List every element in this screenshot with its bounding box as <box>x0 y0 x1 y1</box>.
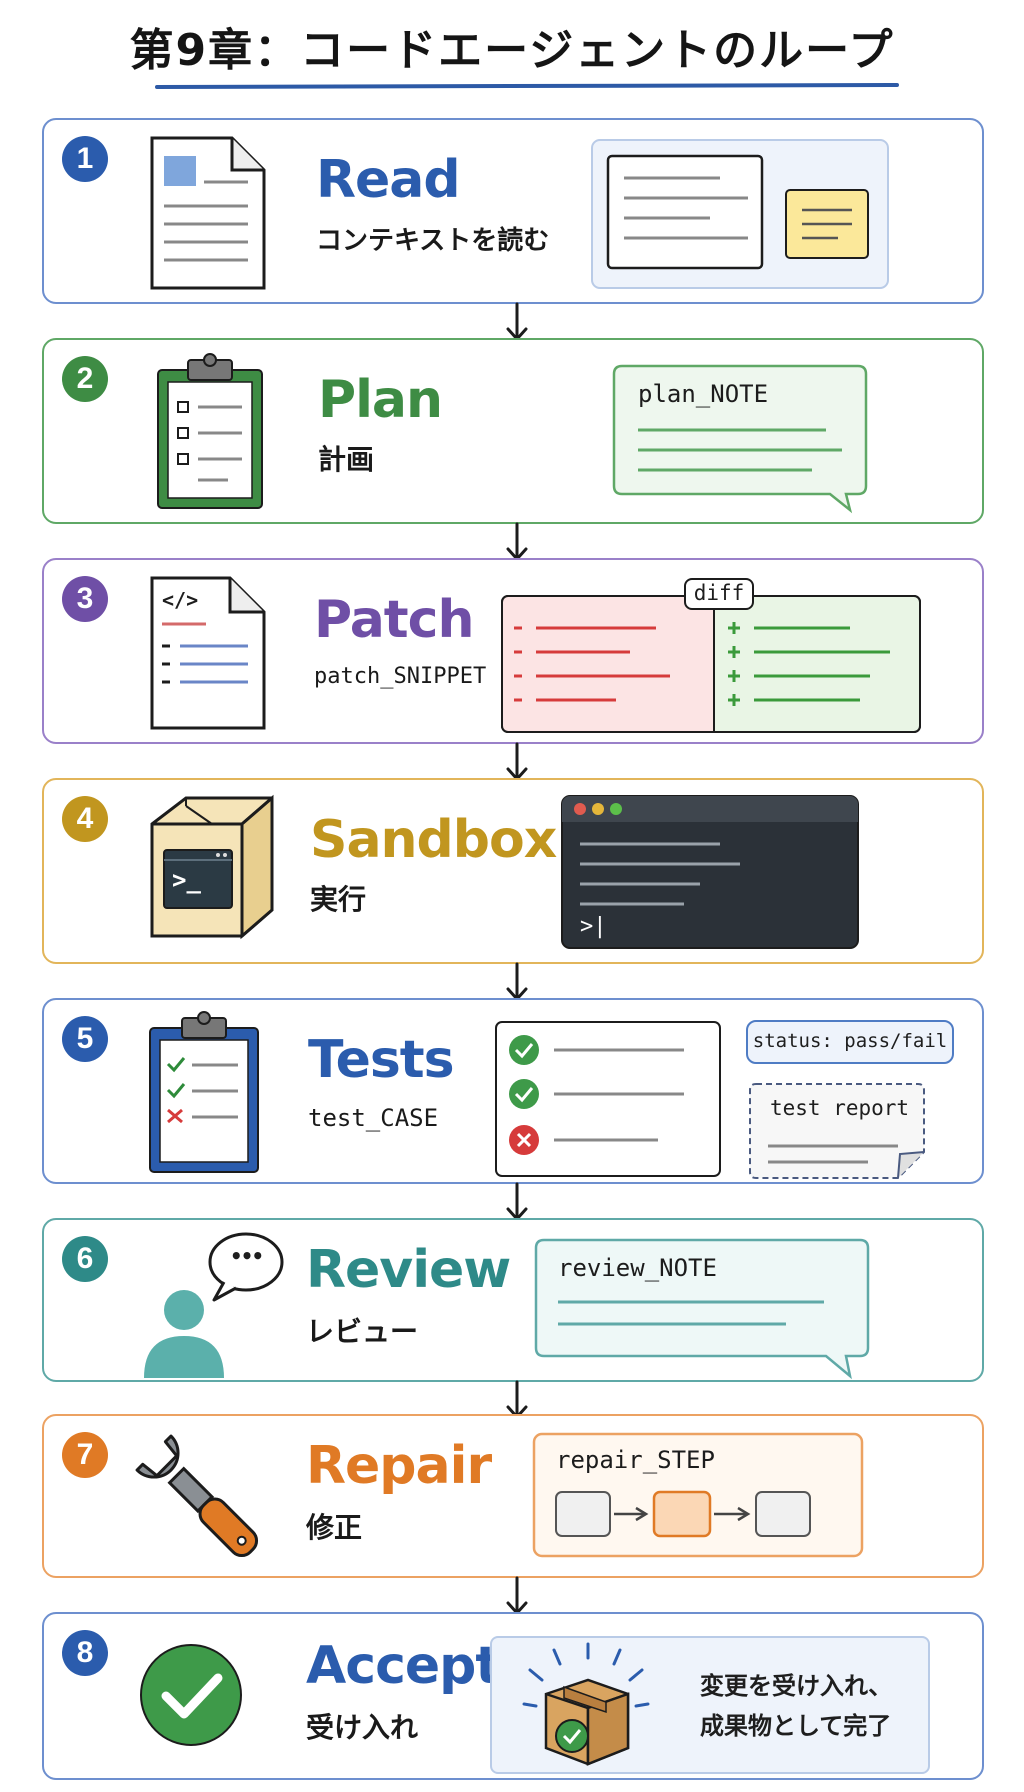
test-report-card <box>749 1083 925 1179</box>
step-name: Accept <box>306 1636 500 1696</box>
step-subtitle: 計画 <box>318 443 375 476</box>
step-number: 4 <box>62 796 108 842</box>
step-subtitle: 実行 <box>310 883 367 916</box>
note-label: repair_STEP <box>556 1446 715 1474</box>
status-label: status: pass/fail <box>752 1030 948 1052</box>
test-clipboard-icon <box>149 1011 259 1173</box>
status-badge <box>746 1020 954 1064</box>
step-repair: 7 Repair 修正 repair_STEP <box>42 1414 984 1578</box>
step-subtitle: 受け入れ <box>306 1711 419 1744</box>
step-number: 6 <box>62 1236 108 1282</box>
step-number: 1 <box>62 136 108 182</box>
repair-step-panel <box>532 1432 864 1558</box>
step-patch: 3 </> Patch patch_SNIPPET diff <box>42 558 984 744</box>
note-label: review_NOTE <box>558 1254 717 1282</box>
diff-tag-label: diff <box>693 581 745 605</box>
reviewer-icon <box>144 1232 284 1378</box>
step-name: Review <box>306 1240 511 1300</box>
note-label: plan_NOTE <box>638 380 769 408</box>
step-read: 1 Read コンテキストを読む <box>42 118 984 304</box>
code-icon-label: </> <box>162 588 199 612</box>
flow-arrow <box>506 302 528 342</box>
step-number: 8 <box>62 1630 108 1676</box>
accept-message-line-2: 成果物として完了 <box>700 1712 892 1740</box>
check-circle-icon <box>140 1644 242 1746</box>
flow-arrow <box>506 522 528 562</box>
diff-panel <box>501 595 921 733</box>
terminal-window <box>561 795 859 949</box>
read-context-panel <box>591 139 889 289</box>
document-icon <box>150 136 266 290</box>
step-number: 5 <box>62 1016 108 1062</box>
test-report-label: test report <box>770 1096 910 1120</box>
step-accept: 8 Accept 受け入れ 変更を受け入れ、 成果物として完了 <box>42 1612 984 1780</box>
step-name: Repair <box>306 1436 492 1496</box>
flow-arrow <box>506 962 528 1002</box>
step-number: 3 <box>62 576 108 622</box>
review-note-bubble <box>534 1238 870 1380</box>
accept-message-line-1: 変更を受け入れ、 <box>700 1672 893 1700</box>
package-icon <box>522 1642 650 1766</box>
step-subtitle: コンテキストを読む <box>316 226 550 256</box>
sandbox-box-icon <box>150 794 274 940</box>
terminal-icon-prompt: >_ <box>172 866 201 894</box>
code-file-icon <box>150 576 266 730</box>
step-name: Read <box>316 150 461 210</box>
step-name: Tests <box>308 1030 455 1090</box>
step-subtitle: test_CASE <box>308 1104 439 1132</box>
step-subtitle: レビュー <box>306 1315 419 1348</box>
step-number: 2 <box>62 356 108 402</box>
step-plan: 2 Plan 計画 plan_NOTE <box>42 338 984 524</box>
step-sandbox: 4 >_ Sandbox 実行 >| <box>42 778 984 964</box>
diff-tag <box>684 578 754 610</box>
title-underline <box>154 83 900 89</box>
page-title: 第9章：コードエージェントのループ <box>129 25 895 76</box>
clipboard-icon <box>157 353 263 509</box>
step-name: Patch <box>314 590 475 650</box>
flow-arrow <box>506 742 528 782</box>
flow-arrow <box>506 1576 528 1616</box>
speech-dots: ••• <box>229 1244 264 1268</box>
terminal-prompt: >| <box>580 914 607 939</box>
step-review: 6 ••• Review レビュー review_NOTE <box>42 1218 984 1382</box>
plan-note-bubble <box>612 364 868 514</box>
step-subtitle: patch_SNIPPET <box>314 664 487 689</box>
wrench-icon <box>135 1434 259 1558</box>
step-subtitle: 修正 <box>306 1511 363 1544</box>
test-results-panel <box>495 1021 721 1177</box>
step-number: 7 <box>62 1432 108 1478</box>
step-name: Plan <box>318 370 443 430</box>
step-tests: 5 Tests test_CASE status: pass/fail test… <box>42 998 984 1184</box>
flow-arrow <box>506 1182 528 1222</box>
step-name: Sandbox <box>310 810 557 870</box>
